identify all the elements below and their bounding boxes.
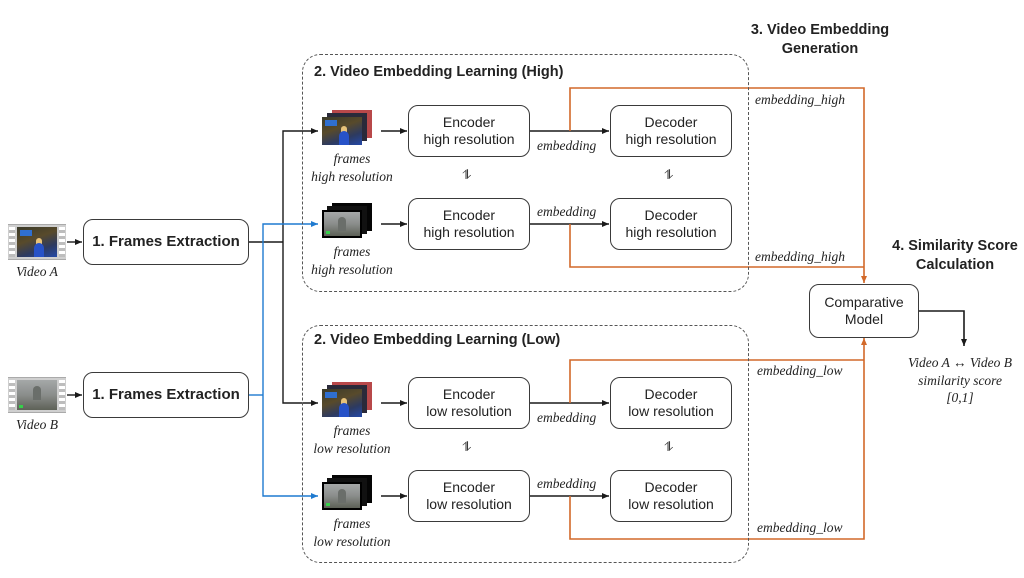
group-low-title: 2. Video Embedding Learning (Low) bbox=[314, 332, 561, 348]
video-a-thumbnail bbox=[8, 224, 66, 260]
frames-stack-b-low bbox=[322, 475, 372, 513]
embedding-label-low-1: embedding bbox=[537, 410, 597, 425]
embedding-low-label-2: embedding_low bbox=[757, 520, 843, 535]
embedding-high-label-1: embedding_high bbox=[755, 92, 845, 107]
frames-extraction-a: 1. Frames Extraction bbox=[83, 219, 249, 265]
frames-extraction-b: 1. Frames Extraction bbox=[83, 372, 249, 418]
video-b-thumbnail bbox=[8, 377, 66, 413]
frames-extraction-a-label: 1. Frames Extraction bbox=[92, 232, 240, 250]
wire-embedding-low-1 bbox=[569, 359, 864, 403]
frames-extraction-b-label: 1. Frames Extraction bbox=[92, 385, 240, 403]
swap-icon-decoder-low: ⥮ bbox=[664, 440, 674, 455]
swap-icon-encoder-high: ⥮ bbox=[462, 168, 472, 183]
embedding-label-high-1: embedding bbox=[537, 138, 597, 153]
wire-b-to-low bbox=[262, 395, 318, 499]
swap-icon-decoder-high: ⥮ bbox=[664, 168, 674, 183]
group-embedding-low bbox=[302, 325, 749, 563]
frames-stack-a-low bbox=[322, 382, 372, 420]
wire-b-to-high bbox=[262, 221, 318, 395]
wire-a-to-low bbox=[282, 242, 318, 406]
arrow-comparative-to-result bbox=[919, 310, 967, 346]
video-b-label: Video B bbox=[15, 417, 59, 432]
group-embedding-high bbox=[302, 54, 749, 292]
frames-stack-b-high bbox=[322, 203, 372, 241]
wire-embedding-high-2 bbox=[569, 224, 864, 268]
wire-embedding-low-2 bbox=[569, 338, 867, 540]
video-a-label: Video A bbox=[16, 264, 58, 279]
embedding-label-high-2: embedding bbox=[537, 204, 597, 219]
embedding-label-low-2: embedding bbox=[537, 476, 597, 491]
wire-a-to-high bbox=[282, 128, 318, 242]
embedding-low-label-1: embedding_low bbox=[757, 363, 843, 378]
embedding-high-label-2: embedding_high bbox=[755, 249, 845, 264]
group-high-title: 2. Video Embedding Learning (High) bbox=[314, 64, 564, 80]
frames-stack-a-high bbox=[322, 110, 372, 148]
wire-embedding-high-1 bbox=[569, 87, 867, 283]
swap-icon-encoder-low: ⥮ bbox=[462, 440, 472, 455]
